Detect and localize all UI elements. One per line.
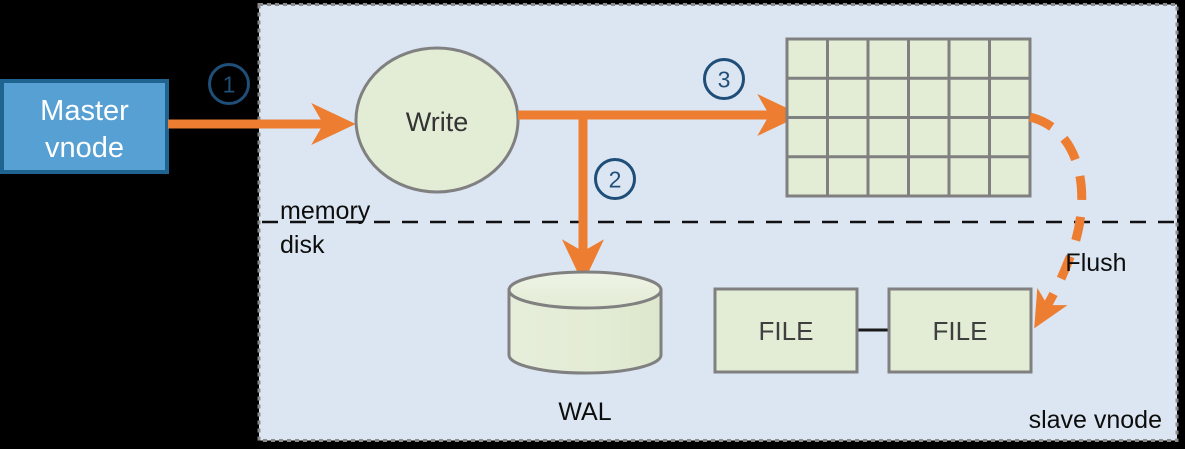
wal-cylinder-body	[507, 288, 663, 375]
disk-label: disk	[280, 231, 325, 259]
write-node-circle[interactable]	[354, 46, 520, 194]
file-box-2-label: FILE	[933, 316, 988, 346]
file-box-1-label: FILE	[759, 316, 814, 346]
memory-label: memory	[280, 197, 371, 225]
write-node-label: Write	[406, 107, 469, 137]
master-vnode-box[interactable]	[0, 79, 169, 174]
step-2-label: 2	[609, 167, 622, 193]
step-1-badge: 1	[208, 63, 250, 105]
slave-vnode-label: slave vnode	[1029, 406, 1162, 434]
master-vnode-label-line2: vnode	[45, 132, 124, 164]
memtable-grid[interactable]	[785, 37, 1032, 198]
wal-cylinder-top	[507, 270, 663, 310]
flush-dashed-arrow	[1028, 112, 1087, 329]
flush-label: Flush	[1065, 249, 1126, 277]
step-2-badge: 2	[594, 158, 636, 200]
master-vnode-label-line1: Master	[40, 95, 129, 127]
step-3-label: 3	[718, 67, 731, 93]
wal-cylinder[interactable]	[507, 270, 663, 375]
file-box-2[interactable]: FILE	[887, 287, 1033, 374]
step-3-badge: 3	[703, 58, 745, 100]
wal-label: WAL	[558, 398, 611, 426]
step-1-label: 1	[223, 72, 236, 98]
file-box-1[interactable]: FILE	[713, 287, 859, 374]
